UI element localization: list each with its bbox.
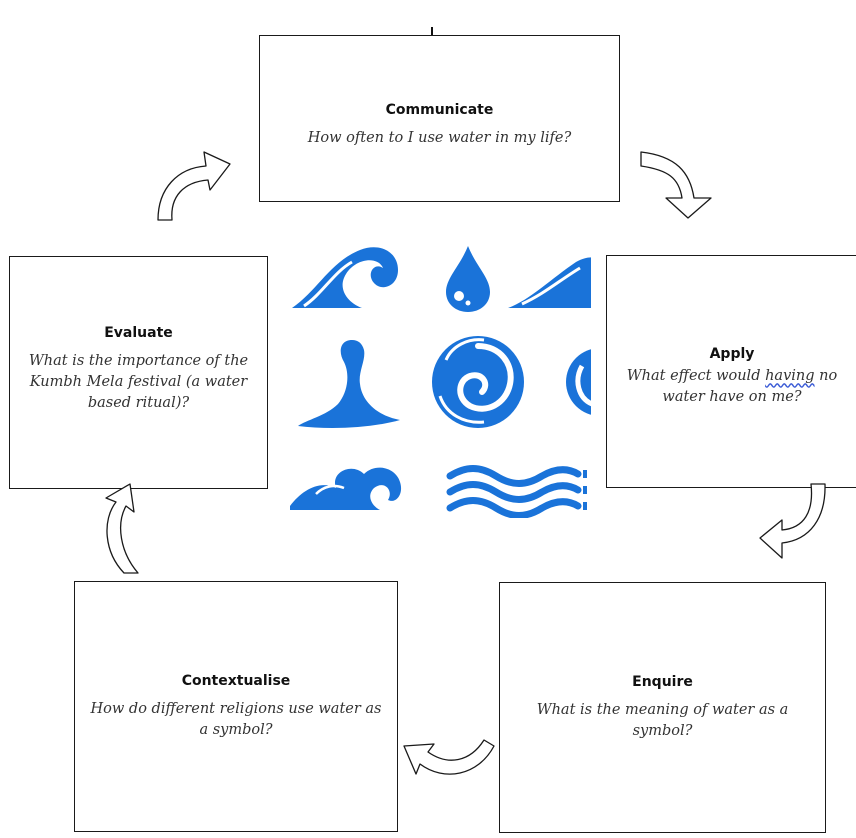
card-title: Communicate	[385, 102, 494, 118]
card-title: Contextualise	[181, 672, 291, 689]
card-question: How do different religions use water as …	[90, 700, 382, 738]
card-title: Apply	[709, 345, 755, 362]
card-apply[interactable]: Apply What effect would having no water …	[606, 255, 856, 488]
swirl-icon	[566, 349, 591, 415]
water-lines-icon	[583, 470, 587, 510]
curved-arrow-icon	[759, 483, 826, 559]
curved-arrow-icon	[105, 483, 139, 574]
curved-arrow-icon	[640, 151, 712, 219]
card-question: What effect would having no water have o…	[621, 366, 843, 408]
card-question: How often to I use water in my life?	[307, 130, 572, 146]
water-splash-icon	[298, 340, 400, 428]
card-evaluate[interactable]: Evaluate What is the importance of the K…	[9, 256, 268, 489]
card-question: What is the meaning of water as a symbol…	[536, 701, 789, 739]
water-drop-icon	[446, 246, 490, 312]
curved-arrow-icon	[403, 739, 495, 775]
waves-icon	[290, 467, 402, 510]
water-lines-icon	[446, 465, 582, 518]
spellcheck-word: having	[765, 367, 815, 384]
wave-icon	[292, 247, 398, 308]
card-contextualise[interactable]: Contextualise How do different religions…	[74, 581, 398, 832]
card-question: What is the importance of the Kumbh Mela…	[28, 353, 249, 411]
card-title: Enquire	[632, 673, 693, 690]
question-text: no water have on me?	[662, 367, 838, 405]
swirl-icon	[432, 336, 524, 428]
card-enquire[interactable]: Enquire What is the meaning of water as …	[499, 582, 826, 833]
card-communicate[interactable]: Communicate How often to I use water in …	[259, 35, 620, 202]
question-text: What effect would	[626, 367, 766, 384]
card-title: Evaluate	[104, 325, 173, 341]
curved-arrow-icon	[157, 151, 231, 221]
wave-icon	[508, 257, 591, 308]
